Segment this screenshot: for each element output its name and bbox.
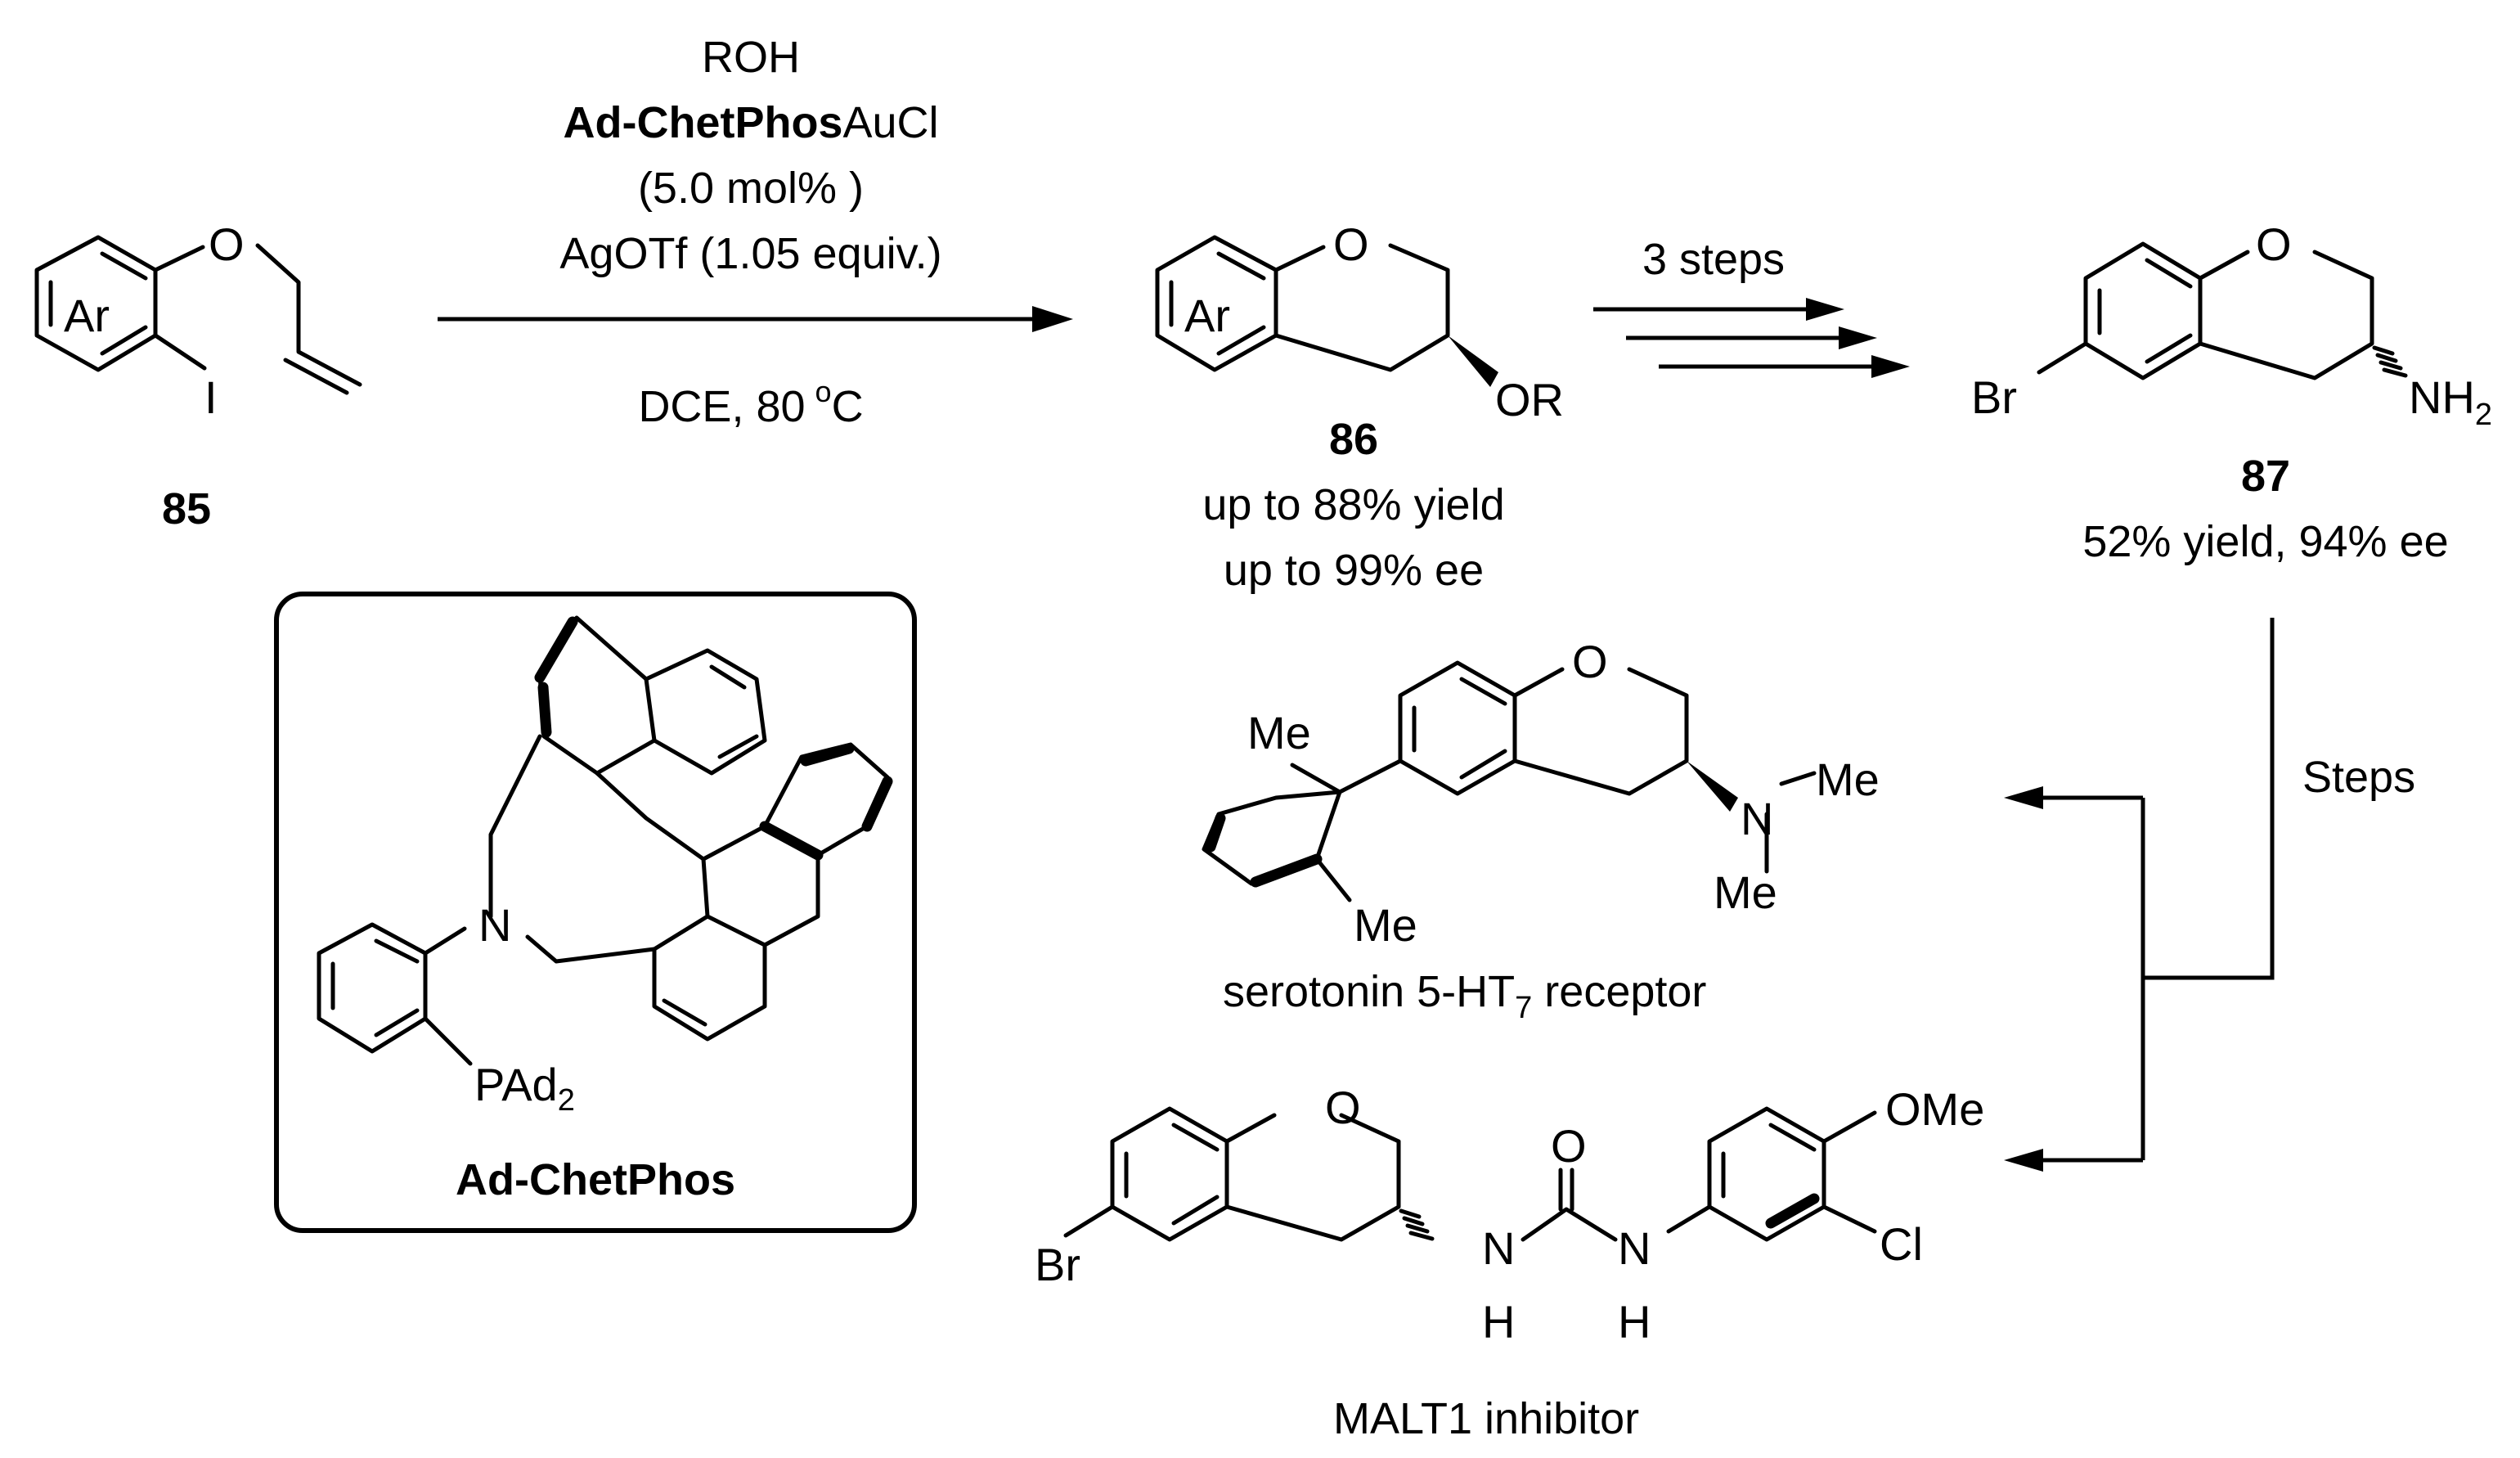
catalyst-loading: (5.0 mol% ) (638, 164, 864, 213)
serotonin-nme-top: Me (1816, 754, 1880, 805)
compound-86-oxygen: O (1333, 218, 1369, 270)
compound-87-result: 52% yield, 94% ee (2082, 517, 2448, 566)
additive: AgOTf (1.05 equiv.) (559, 229, 941, 278)
compound-87-id: 87 (2241, 452, 2290, 501)
compound-85-structure: Ar O I (34, 218, 362, 423)
serotonin-caption: serotonin 5-HT7 receptor (1223, 967, 1706, 1025)
serotonin-caption-suffix: receptor (1532, 967, 1706, 1016)
compound-86-ar-label: Ar (1184, 290, 1230, 341)
compound-87-bromine: Br (1971, 371, 2017, 423)
ad-chetphos-structure: N PAd2 (317, 615, 893, 1118)
compound-87-oxygen: O (2256, 218, 2292, 270)
serotonin-caption-subscript: 7 (1515, 991, 1532, 1025)
catalyst-box (274, 592, 917, 1233)
malt1-nitrogen-1: N (1482, 1222, 1515, 1274)
reagent-roh: ROH (702, 33, 800, 82)
serotonin-nme-bottom: Me (1714, 866, 1777, 918)
serotonin-me-bottom: Me (1354, 899, 1417, 951)
catalyst-box-name: Ad-ChetPhos (456, 1155, 735, 1204)
three-steps-label: 3 steps (1642, 235, 1785, 284)
catalyst-line: Ad-ChetPhosAuCl (563, 98, 938, 147)
temperature-unit: C (832, 382, 864, 431)
catalyst-metal: AuCl (842, 98, 938, 147)
serotonin-ligand-structure: Me Me O N Me Me (1202, 636, 1880, 951)
serotonin-me-top: Me (1247, 707, 1311, 758)
three-steps-arrows (1593, 298, 1910, 378)
serotonin-oxygen: O (1572, 636, 1608, 687)
solvent-temperature: DCE, 80 oC (638, 375, 863, 431)
compound-87-amine: NH2 (2409, 371, 2492, 432)
reaction-conditions: ROH Ad-ChetPhosAuCl (5.0 mol% ) AgOTf (1… (559, 33, 941, 431)
branch-arrows (2004, 618, 2275, 1172)
malt1-hydrogen-1: H (1482, 1296, 1515, 1348)
compound-85-id: 85 (162, 484, 211, 533)
malt1-chlorine: Cl (1880, 1218, 1923, 1270)
chetphos-pad: PAd (474, 1059, 558, 1110)
compound-86-ee: up to 99% ee (1224, 546, 1484, 595)
compound-87-nh: NH (2409, 371, 2475, 423)
compound-85-ar-label: Ar (64, 290, 110, 341)
malt1-ring-oxygen: O (1325, 1082, 1361, 1133)
branch-steps-label: Steps (2302, 753, 2415, 802)
malt1-bromine: Br (1035, 1239, 1080, 1290)
serotonin-nitrogen: N (1741, 793, 1773, 844)
serotonin-caption-main: serotonin 5-HT (1223, 967, 1515, 1016)
chetphos-nitrogen: N (478, 899, 511, 951)
chetphos-pad-subscript: 2 (558, 1083, 575, 1118)
compound-87-nh-subscript: 2 (2475, 398, 2492, 432)
chetphos-phosphine: PAd2 (474, 1059, 575, 1118)
compound-85-oxygen: O (209, 218, 245, 270)
degree-sign: o (815, 375, 832, 408)
malt1-hydrogen-2: H (1618, 1296, 1651, 1348)
compound-86-or: OR (1495, 374, 1564, 425)
compound-86-id: 86 (1329, 415, 1378, 464)
catalyst-name: Ad-ChetPhos (563, 98, 842, 147)
malt1-nitrogen-2: N (1618, 1222, 1651, 1274)
malt1-inhibitor-structure: Br O O N H N H OMe Cl (1035, 1082, 1984, 1348)
malt1-carbonyl-oxygen: O (1551, 1120, 1587, 1172)
compound-85-iodine: I (204, 371, 218, 423)
compound-86-yield: up to 88% yield (1202, 480, 1504, 529)
compound-87-structure: Br O NH2 (1971, 218, 2492, 432)
solvent: DCE, 80 (638, 382, 805, 431)
compound-86-structure: Ar O OR (1155, 218, 1564, 425)
reaction-arrow-head (1032, 306, 1073, 332)
malt1-caption: MALT1 inhibitor (1333, 1394, 1639, 1443)
malt1-methoxy: OMe (1885, 1083, 1984, 1135)
